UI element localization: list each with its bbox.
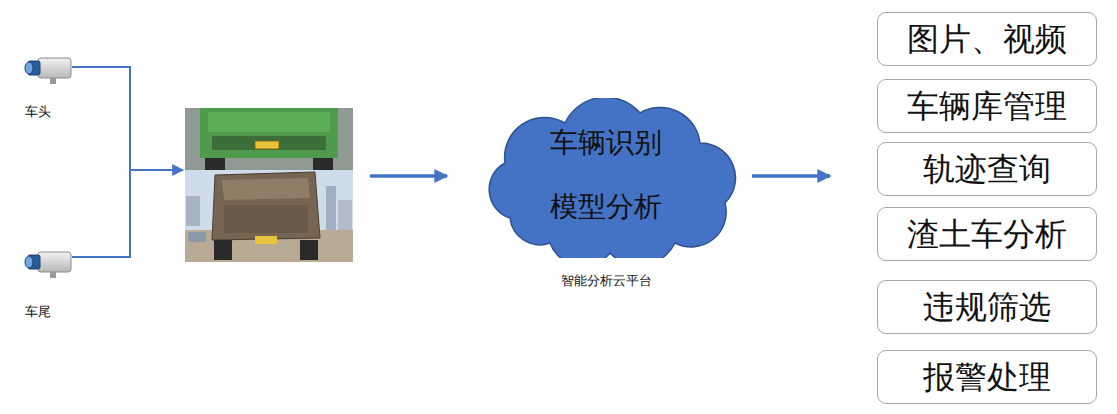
function-box: 报警处理 bbox=[877, 350, 1097, 404]
camera-label: 车头 bbox=[25, 103, 51, 121]
function-box: 轨迹查询 bbox=[877, 142, 1097, 196]
truck-front-photo bbox=[185, 108, 353, 170]
flow-arrow bbox=[370, 174, 447, 178]
box-label: 报警处理 bbox=[923, 358, 1051, 396]
camera-label: 车尾 bbox=[25, 303, 51, 321]
box-label: 轨迹查询 bbox=[923, 150, 1051, 188]
cloud-platform: 车辆识别 模型分析智能分析云平台 bbox=[470, 98, 742, 258]
function-box: 图片、视频 bbox=[877, 12, 1097, 66]
cloud-outline bbox=[489, 98, 735, 258]
camera-arrow bbox=[130, 169, 183, 171]
box-label: 渣土车分析 bbox=[907, 215, 1067, 253]
cloud-shape bbox=[470, 98, 742, 258]
function-box: 违规筛选 bbox=[877, 280, 1097, 334]
camera-icon bbox=[25, 58, 71, 84]
function-box: 渣土车分析 bbox=[877, 207, 1097, 261]
flow-arrow bbox=[752, 174, 830, 178]
cloud-label: 车辆识别 模型分析 bbox=[541, 111, 671, 239]
cloud-caption: 智能分析云平台 bbox=[561, 272, 652, 290]
camera-wire bbox=[72, 67, 130, 257]
function-box: 车辆库管理 bbox=[877, 79, 1097, 133]
truck-rear-photo bbox=[185, 170, 353, 262]
box-label: 车辆库管理 bbox=[907, 87, 1067, 125]
camera-icon bbox=[25, 252, 71, 278]
box-label: 违规筛选 bbox=[923, 288, 1051, 326]
box-label: 图片、视频 bbox=[907, 20, 1067, 58]
